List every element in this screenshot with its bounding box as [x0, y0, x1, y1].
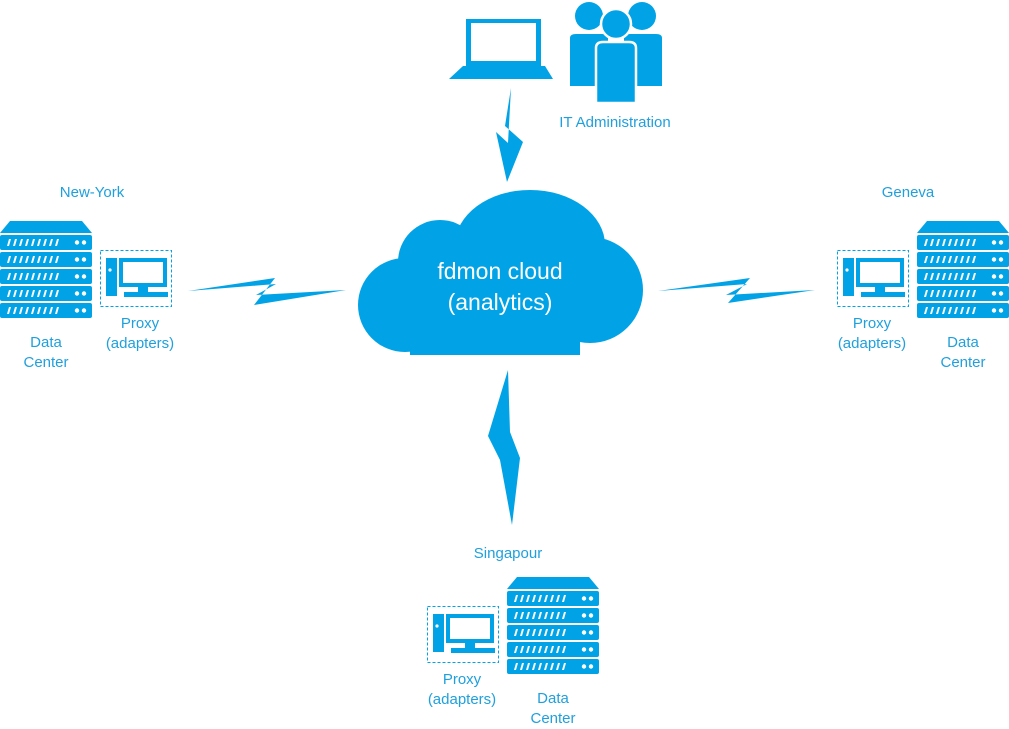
server-rack-icon — [507, 577, 599, 674]
proxy-label-singapour: Proxy (adapters) — [412, 670, 512, 710]
proxy-label-newyork: Proxy (adapters) — [90, 314, 190, 354]
lightning-link-icon — [488, 370, 520, 525]
cloud-title-line2: (analytics) — [447, 289, 553, 315]
lightning-link-icon — [188, 278, 346, 305]
site-name-singapour: Singapour — [473, 545, 543, 562]
site-name-geneva: Geneva — [881, 184, 935, 201]
datacenter-label-line2: Center — [530, 710, 576, 727]
datacenter-label-line1: Data — [537, 690, 569, 707]
site-name-newyork: New-York — [59, 184, 125, 201]
datacenter-label-singapour: Data Center — [513, 689, 593, 729]
desktop-computer-icon — [427, 606, 499, 663]
datacenter-label-line2: Center — [23, 354, 69, 371]
datacenter-label-newyork: Data Center — [6, 333, 86, 373]
proxy-label-line1: Proxy — [120, 315, 160, 332]
cloud-icon — [358, 190, 643, 355]
users-icon — [570, 2, 662, 105]
proxy-label-geneva: Proxy (adapters) — [822, 314, 922, 354]
server-rack-icon — [917, 221, 1009, 318]
proxy-label-line1: Proxy — [852, 315, 892, 332]
lightning-link-icon — [658, 278, 815, 303]
datacenter-label-line2: Center — [940, 354, 986, 371]
desktop-computer-icon — [837, 250, 909, 307]
proxy-label-line2: (adapters) — [427, 691, 497, 708]
cloud-label: fdmon cloud (analytics) — [395, 256, 605, 318]
proxy-label-line1: Proxy — [442, 671, 482, 688]
proxy-label-line2: (adapters) — [837, 335, 907, 352]
datacenter-label-line1: Data — [30, 334, 62, 351]
desktop-computer-icon — [100, 250, 172, 307]
datacenter-label-geneva: Data Center — [923, 333, 1003, 373]
cloud-title-line1: fdmon cloud — [437, 258, 563, 284]
lightning-link-icon — [496, 88, 523, 182]
server-rack-icon — [0, 221, 92, 318]
laptop-icon — [449, 19, 553, 79]
proxy-label-line2: (adapters) — [105, 335, 175, 352]
datacenter-label-line1: Data — [947, 334, 979, 351]
admin-label: IT Administration — [559, 114, 671, 131]
